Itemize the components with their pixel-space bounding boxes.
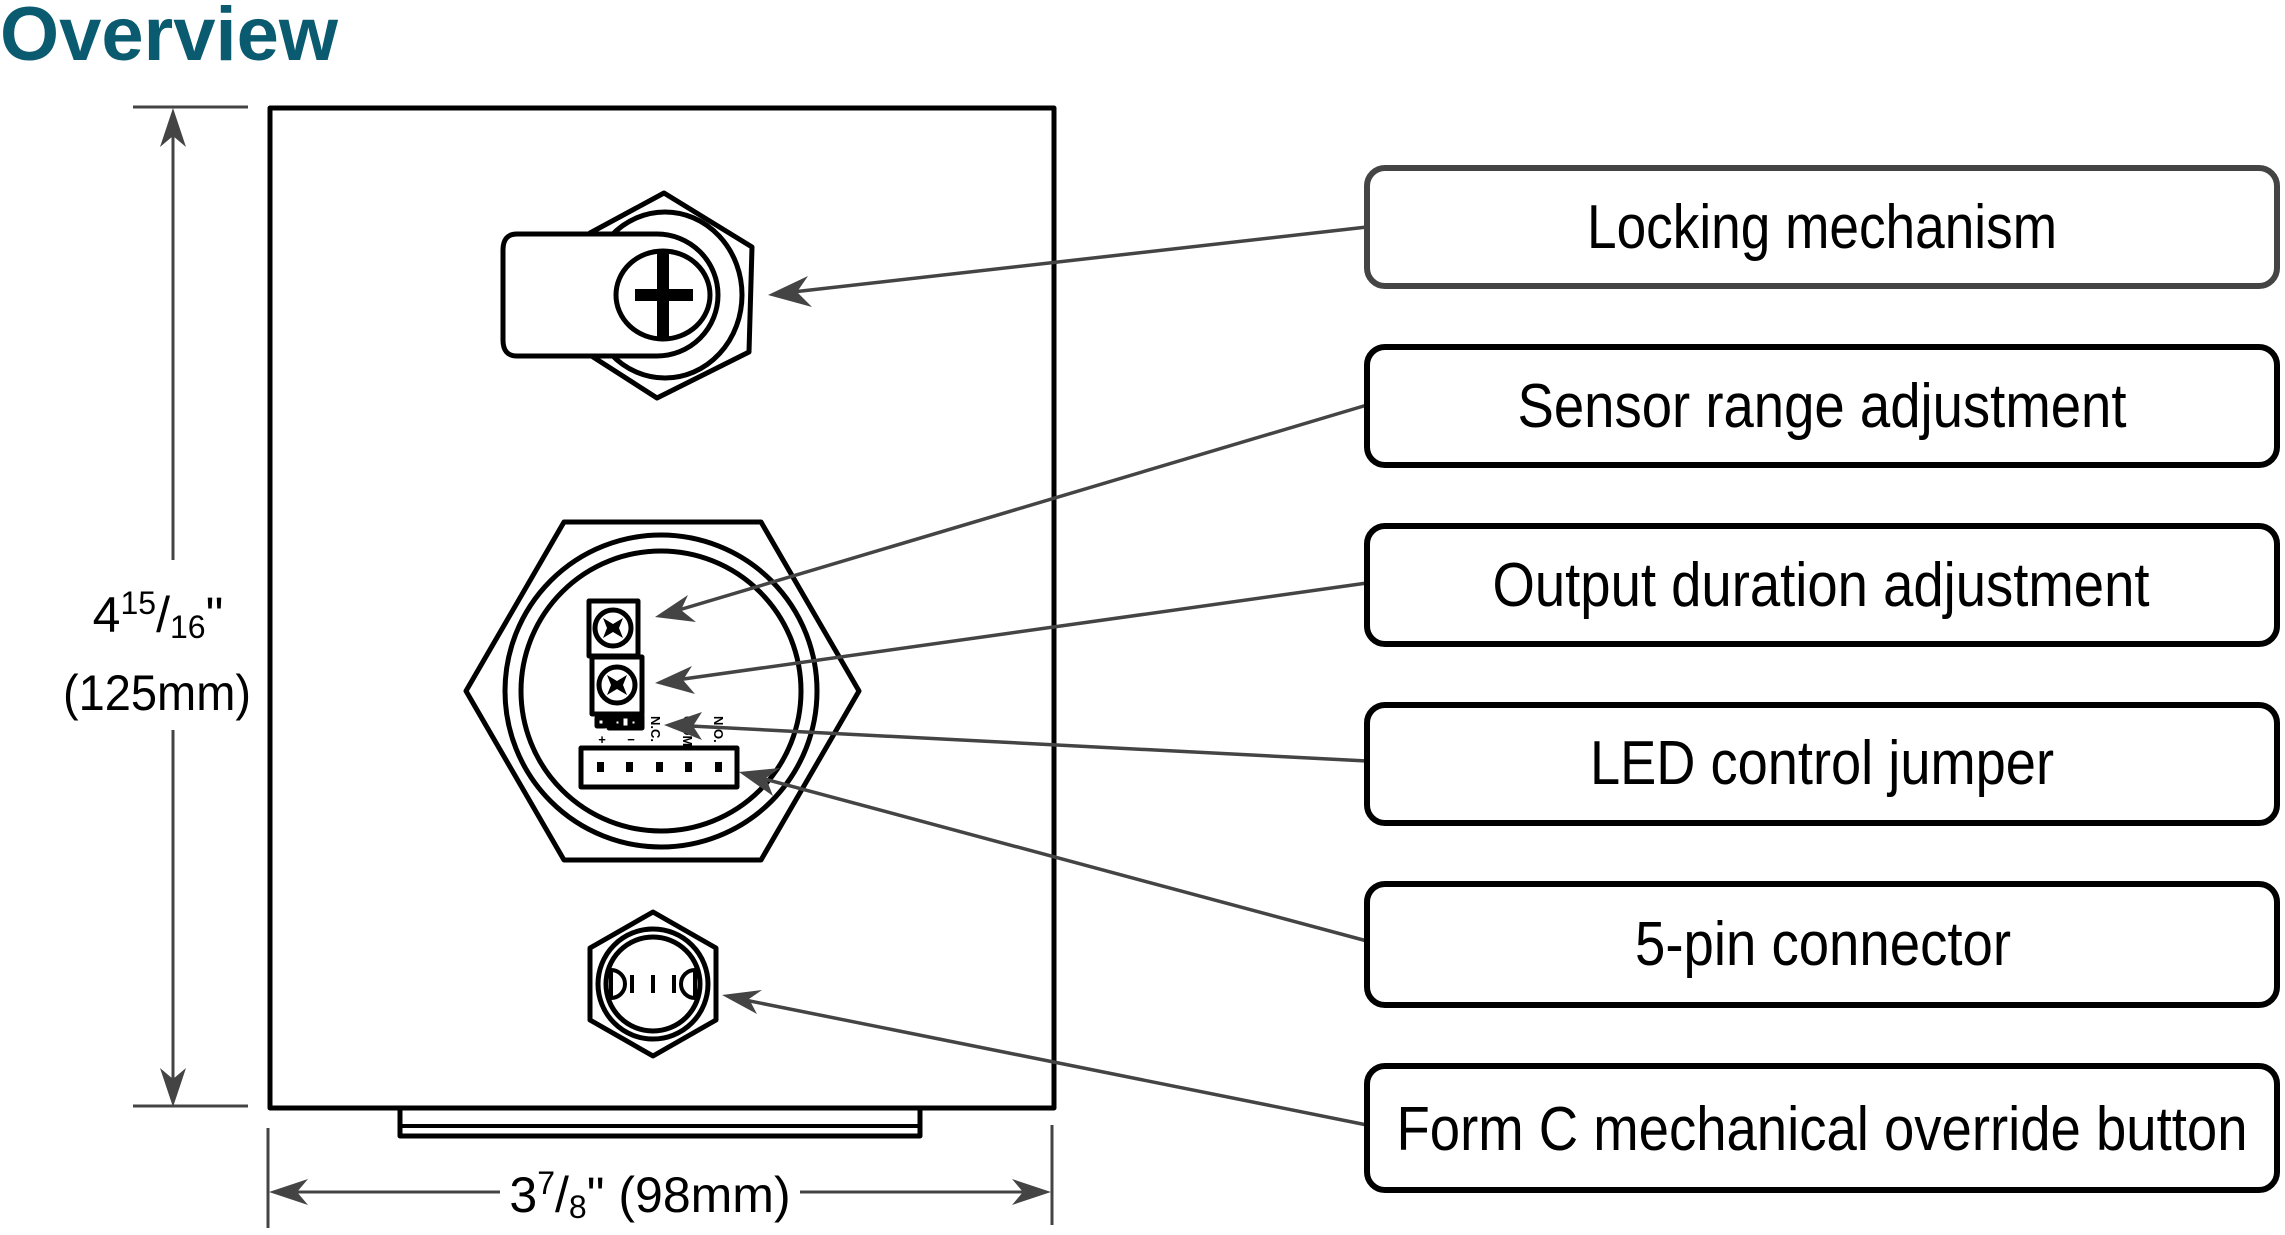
- height-arrow-down-icon: [160, 1068, 186, 1107]
- connector-pin: [715, 762, 722, 772]
- connector-pin: [597, 762, 604, 772]
- width-dimension: 37/8" (98mm): [266, 1125, 1054, 1228]
- leader-led-jumper: [664, 712, 1368, 763]
- sensor-range-trimmer[interactable]: [586, 598, 641, 659]
- callout-label: Sensor range adjustment: [1518, 372, 2127, 441]
- width-label: 37/8" (98mm): [509, 1165, 790, 1225]
- callout-5-pin-connector[interactable]: 5-pin connector: [1364, 881, 2280, 1008]
- callout-label: Form C mechanical override button: [1397, 1095, 2248, 1164]
- connector-pin: [685, 762, 692, 772]
- height-dimension: 415/16" (125mm): [63, 105, 251, 1108]
- height-imperial: 415/16": [93, 585, 224, 645]
- leader-output-duration: [655, 581, 1368, 694]
- callout-form-c-override-button[interactable]: Form C mechanical override button: [1364, 1063, 2280, 1193]
- plus-label: +: [598, 732, 606, 747]
- lock-cross-vertical: [657, 252, 669, 337]
- width-arrow-right-icon: [1012, 1179, 1051, 1205]
- arrowhead-icon: [664, 712, 702, 740]
- arrowhead-icon: [768, 276, 812, 307]
- page-title: Overview: [0, 0, 339, 77]
- jumper-pin: [611, 716, 624, 729]
- callout-label: 5-pin connector: [1635, 910, 2011, 979]
- callout-output-duration-adjustment[interactable]: Output duration adjustment: [1364, 523, 2280, 647]
- five-pin-connector[interactable]: [578, 745, 740, 790]
- output-duration-cross-icon: [607, 675, 627, 695]
- height-metric: (125mm): [63, 665, 251, 721]
- sensor-range-cross-icon: [603, 618, 623, 638]
- led-control-jumper[interactable]: + −: [594, 713, 645, 747]
- leader-override: [722, 990, 1368, 1127]
- mounting-bracket: [397, 1105, 923, 1139]
- callout-label: Locking mechanism: [1587, 193, 2057, 262]
- callout-label: Output duration adjustment: [1493, 551, 2150, 620]
- callout-sensor-range-adjustment[interactable]: Sensor range adjustment: [1364, 344, 2280, 468]
- leader-locking: [768, 225, 1368, 307]
- locking-mechanism[interactable]: [500, 190, 755, 401]
- callout-label: LED control jumper: [1590, 729, 2054, 798]
- callout-led-control-jumper[interactable]: LED control jumper: [1364, 702, 2280, 826]
- arrowhead-icon: [655, 595, 696, 622]
- leader-connector: [739, 768, 1368, 943]
- arrowhead-icon: [655, 666, 695, 694]
- leader-sensor-range: [655, 403, 1368, 622]
- height-arrow-up-icon: [160, 108, 186, 147]
- no-label: N.O.: [711, 716, 726, 743]
- connector-pin: [656, 762, 663, 772]
- override-button[interactable]: [587, 909, 719, 1059]
- width-arrow-left-icon: [269, 1179, 308, 1205]
- connector-pin: [626, 762, 633, 772]
- button-left-arc: [609, 967, 627, 1001]
- leaders: [655, 225, 1368, 1127]
- jumper-pin-single: [594, 715, 608, 729]
- jumper-pin: [627, 716, 640, 729]
- arrowhead-icon: [722, 990, 762, 1014]
- arrowhead-icon: [739, 768, 780, 796]
- callouts: Locking mechanism Sensor range adjustmen…: [1364, 165, 2280, 1193]
- output-duration-trimmer[interactable]: [589, 654, 645, 717]
- button-right-arc: [679, 967, 697, 1001]
- nc-label: N.C.: [648, 716, 663, 742]
- minus-label: −: [627, 732, 635, 747]
- callout-locking-mechanism[interactable]: Locking mechanism: [1364, 165, 2280, 289]
